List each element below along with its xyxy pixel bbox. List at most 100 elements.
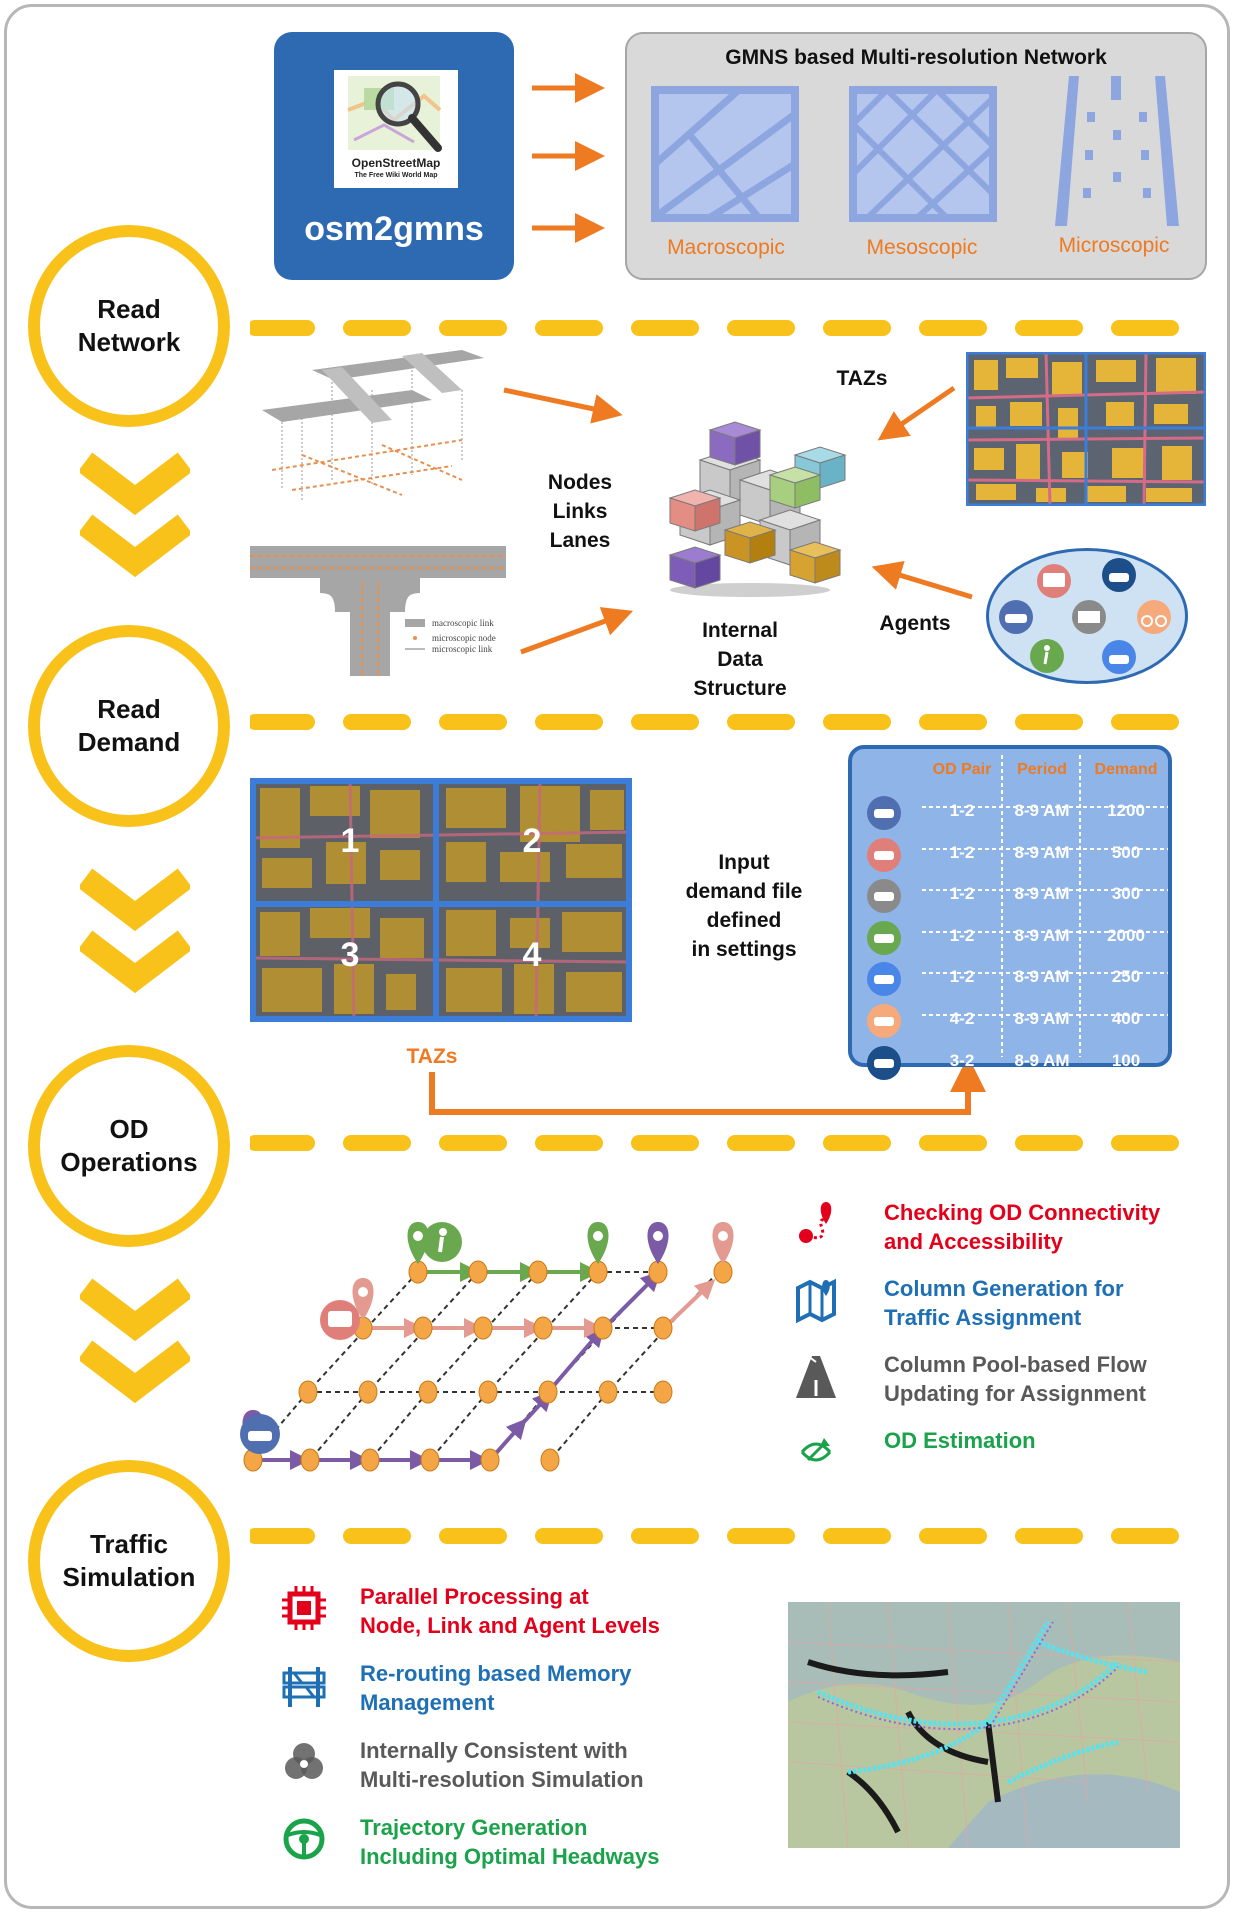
table-cell-od: 4-2 — [949, 1009, 975, 1028]
table-cell-od: 3-2 — [949, 1050, 975, 1070]
table-header-demand: Demand — [1094, 761, 1158, 778]
pedestrian-icon — [867, 920, 901, 955]
osm-logo-title: OpenStreetMap — [351, 156, 441, 170]
arrow — [871, 560, 973, 600]
mesoscopic-network-icon — [849, 86, 997, 222]
bike-icon — [1137, 600, 1171, 634]
stage-read-demand: Read Demand — [28, 625, 230, 827]
level-macroscopic: Macroscopic — [667, 236, 785, 259]
carpool-icon — [1102, 640, 1136, 674]
network-nodes — [243, 1260, 733, 1472]
chevron-down-icon — [80, 452, 190, 578]
table-cell-period: 8-9 AM — [1014, 1050, 1070, 1070]
feature-text: Column Pool-based Flow Updating for Assi… — [884, 1352, 1147, 1406]
table-cell-demand: 500 — [1111, 842, 1141, 862]
macroscopic-network-icon — [651, 86, 799, 222]
arrow — [520, 607, 634, 655]
zone-label: 1 — [340, 822, 360, 860]
od-estimation-icon — [800, 1438, 832, 1462]
simulation-map-screenshot — [788, 1602, 1180, 1848]
pedestrian-icon — [1030, 639, 1064, 673]
layered-network-illustration — [262, 350, 484, 500]
map-icon — [796, 1278, 836, 1324]
agents-icons — [999, 558, 1171, 674]
bus-icon — [1037, 564, 1071, 598]
table-grid — [922, 755, 1168, 1057]
taz-to-table-arrow — [429, 1060, 986, 1115]
taz-map-thumbnail — [966, 352, 1206, 506]
route-pin-icon — [799, 1202, 832, 1243]
feature-text: OD Estimation — [884, 1428, 1036, 1453]
steering-wheel-icon — [283, 1818, 325, 1860]
feature-text: Checking OD Connectivity and Accessibili… — [884, 1200, 1161, 1254]
arrow — [503, 387, 623, 424]
osm2gmns-box: OpenStreetMap The Free Wiki World Map os… — [274, 32, 514, 280]
pin-icon — [352, 1278, 374, 1320]
gmns-title: GMNS based Multi-resolution Network — [725, 46, 1107, 69]
separator-dash — [250, 320, 1180, 336]
table-cell-demand: 400 — [1111, 1009, 1141, 1028]
connected-car-icon — [1102, 558, 1136, 592]
zone-label: 2 — [522, 822, 542, 860]
separator-dash — [250, 714, 1180, 730]
micro-lane-illustration: macroscopic link microscopic node micros… — [250, 546, 506, 676]
feature-text: Column Generation for Traffic Assignment — [884, 1276, 1124, 1330]
car-icon — [867, 796, 901, 830]
osm-logo-subtitle: The Free Wiki World Map — [354, 172, 438, 179]
gmns-network-box: GMNS based Multi-resolution Network Macr… — [625, 32, 1207, 280]
pin-icon — [587, 1222, 609, 1264]
feature-text: Re-routing based Memory Management — [360, 1661, 632, 1715]
agents-label: Agents — [879, 612, 951, 635]
pin-icon — [407, 1222, 429, 1264]
taz-arrow-label: TAZs — [406, 1045, 458, 1068]
table-cell-demand: 1200 — [1107, 801, 1145, 820]
table-cell-period: 8-9 AM — [1014, 801, 1070, 820]
table-cell-od: 1-2 — [949, 801, 975, 820]
bike-icon — [867, 1004, 901, 1038]
demand-table: OD Pair Period Demand 1-2 8-9 AM 1200 1-2 8-… — [848, 745, 1172, 1080]
microscopic-network-icon — [1055, 76, 1179, 226]
pin-icon — [647, 1222, 669, 1264]
table-cell-od: 1-2 — [949, 842, 975, 862]
pedestrian-icon — [422, 1222, 462, 1262]
arrow-group — [532, 73, 605, 243]
venn-icon — [285, 1743, 323, 1779]
data-structure-cube-icon — [668, 421, 847, 597]
feature-text: Parallel Processing at Node, Link and Ag… — [360, 1584, 660, 1638]
stage-label: Read Network — [77, 294, 181, 357]
stage-traffic-simulation: Traffic Simulation — [28, 1460, 230, 1662]
car-icon — [999, 600, 1033, 634]
tool-name: osm2gmns — [304, 210, 484, 248]
internal-elements-label: Nodes Links Lanes — [547, 471, 613, 552]
table-cell-demand: 100 — [1111, 1050, 1141, 1070]
input-demand-label: Input demand file defined in settings — [685, 851, 803, 961]
stage-read-network: Read Network — [28, 225, 230, 427]
table-header-period: Period — [1017, 761, 1067, 778]
zone-label: 4 — [522, 936, 542, 974]
road-merge-icon — [796, 1355, 836, 1398]
osm-logo: OpenStreetMap The Free Wiki World Map — [334, 70, 458, 188]
table-cell-period: 8-9 AM — [1014, 842, 1070, 862]
stage-label: Traffic Simulation — [62, 1529, 196, 1592]
feature-text: Trajectory Generation Including Optimal … — [360, 1815, 660, 1869]
feature-text: Internally Consistent with Multi-resolut… — [360, 1738, 644, 1792]
legend-micro-node: microscopic node — [432, 633, 496, 643]
level-microscopic: Microscopic — [1058, 234, 1170, 257]
table-header-od: OD Pair — [932, 761, 992, 778]
table-cell-demand: 300 — [1111, 884, 1141, 904]
arrow — [877, 385, 956, 441]
bus-icon — [320, 1300, 360, 1340]
bus-icon — [867, 837, 901, 872]
cpu-icon — [282, 1586, 326, 1630]
truck-icon — [867, 879, 901, 914]
separator-dash — [250, 1528, 1180, 1544]
table-cell-demand: 250 — [1111, 967, 1141, 987]
stage-label: OD Operations — [60, 1114, 198, 1177]
table-cell-period: 8-9 AM — [1014, 925, 1070, 945]
chevron-down-icon — [80, 1278, 190, 1404]
separator-dash — [250, 1135, 1180, 1151]
level-mesoscopic: Mesoscopic — [866, 236, 978, 259]
zone-label: 3 — [340, 936, 360, 974]
car-icon — [240, 1414, 280, 1454]
table-cell-demand: 2000 — [1107, 925, 1145, 945]
